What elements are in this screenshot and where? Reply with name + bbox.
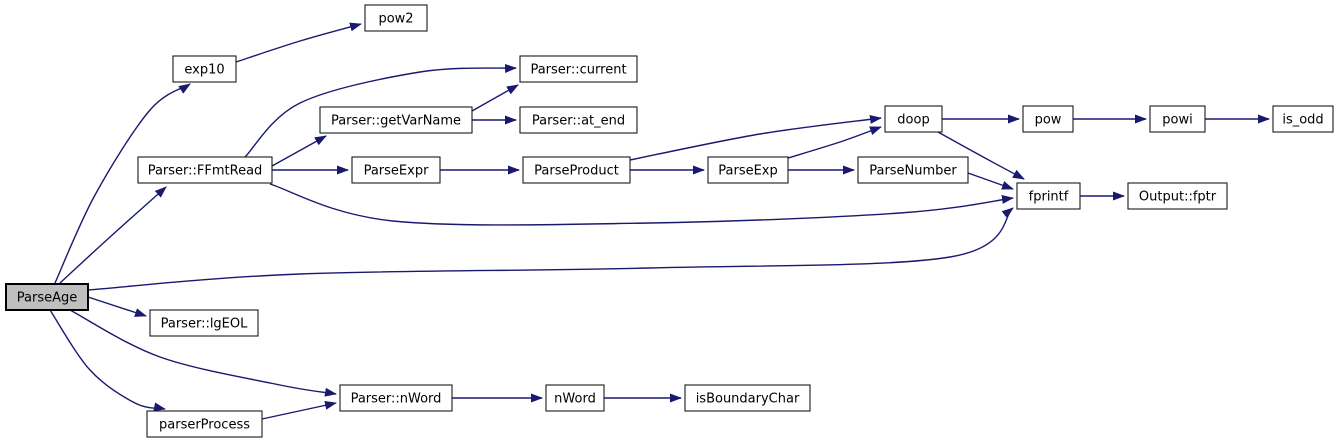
graph-node-box <box>319 106 473 134</box>
graph-node-parserProcess[interactable]: parserProcess <box>146 410 263 438</box>
graph-node-label: nWord <box>554 392 596 407</box>
graph-node-box <box>351 156 441 184</box>
edge-parseNumber-fprintf <box>967 172 1014 190</box>
graph-node-box <box>1016 182 1081 210</box>
graph-node-fprintf[interactable]: fprintf <box>1016 182 1081 210</box>
graph-node-parseProduct[interactable]: ParseProduct <box>522 156 631 184</box>
graph-node-label: Parser::getVarName <box>331 114 461 129</box>
graph-node-box <box>1272 105 1334 133</box>
graph-node-box <box>146 410 263 438</box>
graph-node-doop[interactable]: doop <box>884 105 943 133</box>
graph-node-label: fprintf <box>1029 190 1069 205</box>
graph-node-box <box>1149 105 1206 133</box>
graph-node-parseExpr[interactable]: ParseExpr <box>351 156 441 184</box>
graph-node-label: Output::fptr <box>1139 190 1217 205</box>
graph-node-box <box>172 55 237 83</box>
graph-node-isOdd[interactable]: is_odd <box>1272 105 1334 133</box>
edge-parseAge-lgEOL <box>87 296 147 317</box>
graph-node-exp10[interactable]: exp10 <box>172 55 237 83</box>
graph-node-pow[interactable]: pow <box>1022 105 1074 133</box>
edge-parserProcess-parserNWord <box>261 400 337 420</box>
graph-node-label: Parser::current <box>530 63 626 78</box>
graph-node-box <box>364 4 428 32</box>
edge-getVarName-current <box>471 84 519 112</box>
graph-node-label: is_odd <box>1282 113 1323 128</box>
edge-parseAge-fprintf <box>87 207 1014 291</box>
edge-parseExp-doop <box>787 126 882 159</box>
graph-node-label: ParseExpr <box>364 164 429 179</box>
graph-node-box <box>1022 105 1074 133</box>
graph-node-box <box>137 156 273 184</box>
edge-ffmtRead-current <box>244 63 517 158</box>
graph-node-label: pow <box>1035 113 1062 128</box>
edge-parseAge-exp10 <box>54 83 191 284</box>
graph-node-parseExp[interactable]: ParseExp <box>707 156 789 184</box>
graph-node-label: Parser::at_end <box>532 114 625 129</box>
graph-node-box <box>884 105 943 133</box>
graph-node-label: ParseNumber <box>869 164 957 179</box>
edge-parseAge-parserProcess <box>49 309 166 412</box>
graph-node-lgEOL[interactable]: Parser::lgEOL <box>149 309 259 337</box>
graph-node-label: doop <box>897 113 929 128</box>
graph-node-box <box>5 283 89 311</box>
edge-ffmtRead-fprintf <box>269 183 1014 226</box>
graph-node-ffmtRead[interactable]: Parser::FFmtRead <box>137 156 273 184</box>
graph-node-box <box>545 384 605 412</box>
graph-node-box <box>857 156 969 184</box>
graph-node-label: ParseAge <box>17 291 77 306</box>
graph-node-label: pow2 <box>378 12 413 27</box>
graph-node-nWord[interactable]: nWord <box>545 384 605 412</box>
edge-exp10-pow2 <box>235 22 362 63</box>
graph-node-atEnd[interactable]: Parser::at_end <box>519 106 638 134</box>
graph-node-label: isBoundaryChar <box>696 392 800 407</box>
graph-node-label: Parser::FFmtRead <box>148 164 263 179</box>
edge-ffmtRead-getVarName <box>271 135 327 167</box>
graph-node-label: Parser::nWord <box>351 392 442 407</box>
graph-node-label: powi <box>1162 113 1192 128</box>
graph-node-box <box>707 156 789 184</box>
edge-parseProduct-doop <box>629 114 882 161</box>
graph-node-powi[interactable]: powi <box>1149 105 1206 133</box>
edge-parseAge-ffmtRead <box>59 186 167 284</box>
graph-node-parseNumber[interactable]: ParseNumber <box>857 156 969 184</box>
edge-doop-fprintf <box>937 131 1025 180</box>
graph-node-label: ParseProduct <box>534 164 619 179</box>
graph-node-label: exp10 <box>184 63 224 78</box>
graph-node-getVarName[interactable]: Parser::getVarName <box>319 106 473 134</box>
graph-node-current[interactable]: Parser::current <box>519 55 638 83</box>
edge-parseAge-parserNWord <box>69 309 337 397</box>
graph-node-box <box>519 106 638 134</box>
graph-node-isBoundaryChar[interactable]: isBoundaryChar <box>684 384 811 412</box>
graph-node-pow2[interactable]: pow2 <box>364 4 428 32</box>
graph-node-parserNWord[interactable]: Parser::nWord <box>339 384 453 412</box>
graph-node-outputFptr[interactable]: Output::fptr <box>1127 182 1228 210</box>
graph-node-box <box>522 156 631 184</box>
graph-node-parseAge[interactable]: ParseAge <box>5 283 89 311</box>
graph-node-box <box>149 309 259 337</box>
graph-node-label: parserProcess <box>159 418 250 433</box>
graph-node-box <box>1127 182 1228 210</box>
graph-node-label: ParseExp <box>718 164 778 179</box>
graph-node-box <box>339 384 453 412</box>
graph-node-label: Parser::lgEOL <box>161 317 249 332</box>
graph-node-box <box>519 55 638 83</box>
graph-node-box <box>684 384 811 412</box>
